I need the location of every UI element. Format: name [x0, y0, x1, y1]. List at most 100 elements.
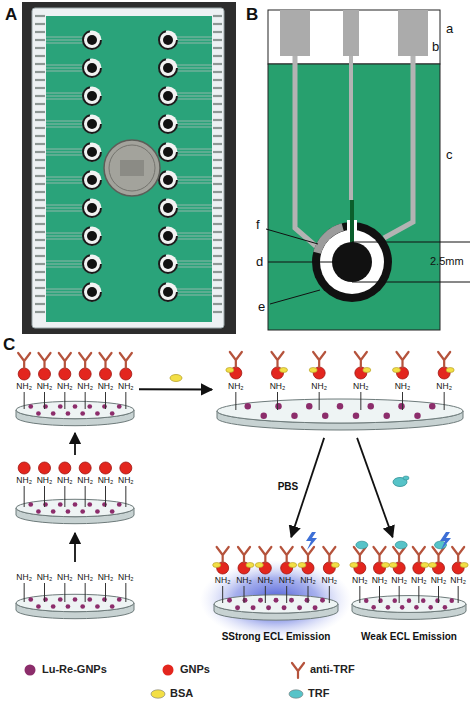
electrode-unit [46, 115, 102, 134]
lu-re-gnp [66, 411, 71, 416]
group-label: NH₂ [57, 382, 73, 391]
working-disk [87, 35, 97, 45]
counter-ring [83, 143, 101, 161]
group-label: NH₂ [431, 576, 447, 585]
counter-ring [83, 283, 101, 301]
group-label: NH₂ [391, 576, 407, 585]
electrode-ring [159, 171, 178, 190]
lu-re-gnp [258, 598, 263, 603]
lu-re-gnp [66, 509, 71, 514]
amine-linker [329, 586, 330, 603]
lu-re-gnp [414, 413, 420, 419]
lu-re-gnp [117, 404, 122, 409]
amine-linker [125, 392, 126, 409]
contact-stripe [35, 143, 45, 145]
electrode-ring [83, 255, 102, 274]
group-label: NH₂ [16, 382, 32, 391]
contact-stripe [213, 31, 222, 33]
contact-stripe [35, 159, 45, 161]
counter-ring [83, 115, 101, 133]
legend-label: anti-TRF [310, 664, 355, 675]
dish-outline [14, 348, 136, 430]
bound-trf [395, 541, 407, 549]
lu-re-gnp [110, 509, 115, 514]
contact-stripe [213, 183, 222, 185]
bsa-block [309, 368, 317, 373]
contact-stripe [35, 63, 45, 65]
contact-stripe [213, 247, 222, 249]
working-disk [87, 203, 97, 213]
counter-ring [159, 87, 177, 105]
result-caption: SStrong ECL Emission [222, 632, 331, 642]
contact-stripe [213, 295, 222, 297]
contact-stripe [35, 47, 45, 49]
amine-linker [24, 486, 25, 507]
electrode-ring [83, 199, 102, 218]
lu-re-gnp [87, 404, 92, 409]
antibody [438, 352, 450, 367]
electrode-ring [83, 115, 102, 134]
antibody [323, 547, 335, 562]
group-label: NH₂ [77, 573, 93, 582]
lu-re-gnp [102, 502, 107, 507]
group-label: NH₂ [57, 573, 73, 582]
lu-re-gnp [306, 403, 312, 409]
result-caption: Weak ECL Emission [361, 632, 457, 642]
electrode-ring [159, 31, 178, 50]
amine-linker [438, 586, 439, 603]
lu-re-gnp [80, 509, 85, 514]
contact-stripe [213, 55, 222, 57]
bsa-block [446, 368, 454, 373]
counter-ring [83, 255, 101, 273]
contact-stripe [213, 303, 222, 305]
electrode-unit [159, 255, 213, 274]
electrode-ring [83, 143, 102, 162]
contact-stripe [213, 279, 222, 281]
lu-re-gnp [36, 411, 41, 416]
dish-assembly: NH₂NH₂NH₂NH₂NH₂NH₂ [14, 458, 136, 530]
lu-re-gnp [368, 403, 374, 409]
counter-ring [159, 115, 177, 133]
lu-re-gnp [275, 403, 281, 409]
group-label: NH₂ [353, 382, 369, 391]
electrode-ring [159, 87, 178, 106]
lu-re-gnp [353, 413, 359, 419]
electrode-unit [159, 227, 213, 246]
electrode-ring [159, 59, 178, 78]
amine-linker [308, 586, 309, 603]
group-label: NH₂ [311, 382, 327, 391]
lu-re-gnp [297, 605, 302, 610]
group-label: NH₂ [352, 576, 368, 585]
lu-re-gnp [291, 413, 297, 419]
amine-linker [360, 392, 361, 410]
part-label: 2.5mm [430, 256, 464, 267]
group-label: NH₂ [450, 576, 466, 585]
working-disk [87, 91, 97, 101]
antibody [59, 353, 71, 368]
working-lead [349, 56, 353, 200]
lu-re-gnp [102, 597, 107, 602]
amine-linker [244, 586, 245, 603]
amine-linker [418, 586, 419, 603]
electrode-unit [159, 59, 213, 78]
amine-linker [286, 586, 287, 603]
antibody [452, 547, 464, 562]
contact-stripe [35, 95, 45, 97]
group-label: NH₂ [16, 476, 32, 485]
contact-stripe [213, 87, 222, 89]
bsa-block [280, 368, 288, 373]
lu-re-gnp [313, 605, 318, 610]
group-label: NH₂ [215, 576, 231, 585]
process-arrow [74, 433, 76, 455]
working-disk [163, 203, 173, 213]
reagent-icons [170, 375, 409, 487]
part-label: c [446, 148, 453, 161]
green-insulation [46, 16, 212, 322]
dish-surface [16, 499, 134, 516]
lu-re-gnp [227, 598, 232, 603]
dot-swatch [163, 665, 174, 676]
panel-letter: A [5, 6, 17, 23]
electrode-ring [159, 199, 178, 218]
lu-re-gnp [428, 605, 433, 610]
dot-swatch [25, 665, 36, 676]
